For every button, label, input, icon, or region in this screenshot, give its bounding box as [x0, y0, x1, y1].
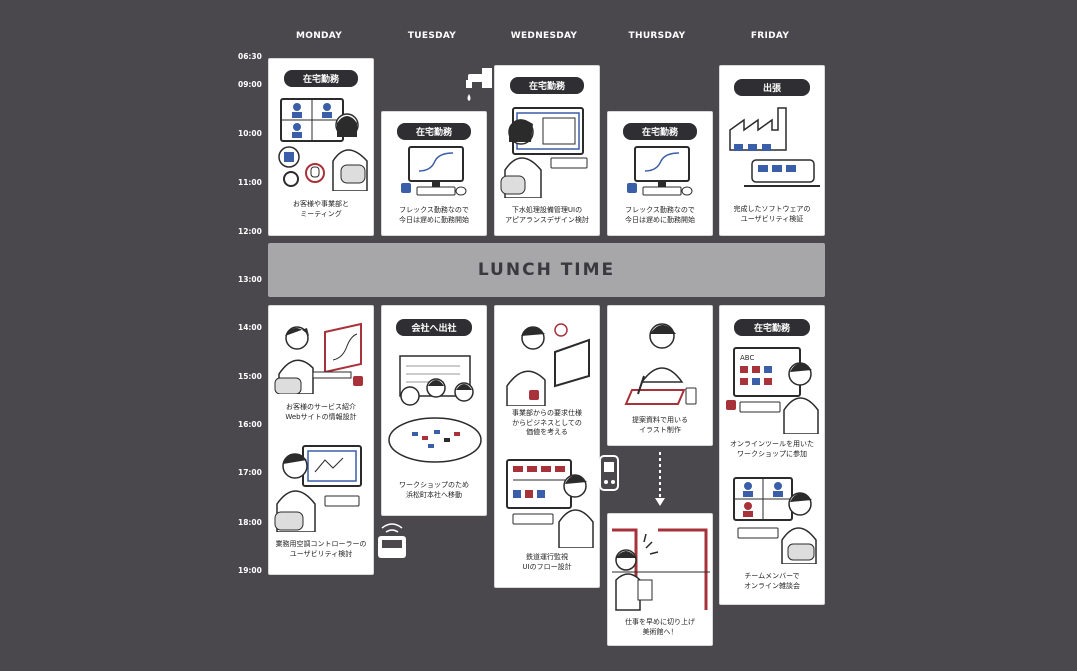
card-caption: 鉄道運行監視 UIのフロー設計 — [522, 553, 572, 571]
laptop-work-illustration — [273, 318, 371, 394]
schedule-card-monday-pm: お客様のサービス紹介 Webサイトの情報設計 業務用空調コントローラーの ユーザ… — [268, 305, 374, 575]
card-caption: 下水処理設備管理UIの アピアランスデザイン検討 — [505, 206, 589, 224]
desktop-illustration — [399, 145, 471, 199]
status-badge: 在宅勤務 — [397, 123, 471, 140]
time-label: 14:00 — [238, 323, 262, 332]
schedule-card-friday-am: 出張 完成したソフトウェアの ユーザビリティ検証 — [719, 65, 825, 236]
card-caption: お客様のサービス紹介 Webサイトの情報設計 — [285, 403, 357, 421]
workshop-illustration — [384, 348, 486, 466]
designer-illustration — [499, 106, 597, 198]
schedule-card-friday-pm: 在宅勤務 ABC オンラインツールを用いた ワークショップに参加 — [719, 305, 825, 605]
time-label: 11:00 — [238, 178, 262, 187]
day-header-wednesday: WEDNESDAY — [510, 31, 578, 41]
time-label: 18:00 — [238, 518, 262, 527]
svg-text:ABC: ABC — [740, 354, 754, 362]
time-label: 17:00 — [238, 468, 262, 477]
time-label: 15:00 — [238, 372, 262, 381]
schedule-card-wednesday-pm: 事業部からの要求仕様 からビジネスとしての 価値を考える 鉄道運行監視 UIのフ… — [494, 305, 600, 588]
monitoring-illustration — [499, 456, 597, 548]
card-caption: ワークショップのため 浜松町本社へ移動 — [399, 481, 469, 499]
status-badge: 在宅勤務 — [734, 319, 810, 336]
schedule-card-tuesday-pm: 会社へ出社 ワークショップのため 浜松町本社へ移動 — [381, 305, 487, 516]
schedule-card-wednesday-am: 在宅勤務 下水処理設備管理UIの アピアランスデザイン検討 — [494, 65, 600, 236]
card-caption: フレックス勤務なので 今日は遅めに勤務開始 — [625, 206, 695, 224]
drawing-illustration — [622, 318, 702, 408]
desktop-illustration — [625, 145, 697, 199]
time-label: 06:30 — [238, 52, 262, 61]
online-workshop-illustration: ABC — [724, 344, 822, 434]
schedule-card-thursday-am: 在宅勤務 フレックス勤務なので 今日は遅めに勤務開始 — [607, 111, 713, 236]
card-caption: チームメンバーで オンライン雑談会 — [744, 572, 800, 590]
card-caption: 事業部からの要求仕様 からビジネスとしての 価値を考える — [512, 409, 582, 436]
status-badge: 在宅勤務 — [510, 77, 584, 94]
card-caption: 完成したソフトウェアの ユーザビリティ検証 — [733, 205, 811, 223]
time-label: 10:00 — [238, 129, 262, 138]
thinking-illustration — [499, 316, 597, 406]
museum-illustration — [610, 520, 712, 612]
status-badge: 在宅勤務 — [284, 70, 358, 87]
status-badge: 在宅勤務 — [623, 123, 697, 140]
desktop-work-illustration — [273, 440, 371, 532]
schedule-card-thursday-pm: 提案資料で用いる イラスト制作 — [607, 305, 713, 446]
status-badge: 会社へ出社 — [396, 319, 472, 336]
train-icon — [597, 452, 623, 500]
time-label: 16:00 — [238, 420, 262, 429]
factory-train-illustration — [724, 104, 822, 194]
day-header-friday: FRIDAY — [750, 31, 790, 41]
card-caption: 提案資料で用いる イラスト制作 — [632, 416, 688, 434]
card-caption: 仕事を早めに切り上げ 美術館へ！ — [625, 618, 695, 636]
time-label: 19:00 — [238, 566, 262, 575]
card-caption: 業務用空調コントローラーの ユーザビリティ検討 — [275, 540, 367, 558]
schedule-card-tuesday-am: 在宅勤務 フレックス勤務なので 今日は遅めに勤務開始 — [381, 111, 487, 236]
down-arrow-icon — [652, 450, 668, 510]
schedule-card-thursday-evening: 仕事を早めに切り上げ 美術館へ！ — [607, 513, 713, 646]
day-header-thursday: THURSDAY — [628, 31, 686, 41]
online-chat-illustration — [724, 474, 822, 564]
schedule-card-monday-am: 在宅勤務 お客様や事業部と ミーティング — [268, 58, 374, 236]
time-label: 09:00 — [238, 80, 262, 89]
card-caption: フレックス勤務なので 今日は遅めに勤務開始 — [399, 206, 469, 224]
day-header-tuesday: TUESDAY — [407, 31, 457, 41]
card-caption: お客様や事業部と ミーティング — [293, 200, 349, 218]
card-caption: オンラインツールを用いた ワークショップに参加 — [730, 440, 814, 458]
meeting-illustration — [275, 95, 371, 191]
controller-icon — [372, 522, 412, 566]
time-label: 12:00 — [238, 227, 262, 236]
faucet-icon — [460, 66, 496, 108]
time-label: 13:00 — [238, 275, 262, 284]
day-header-monday: MONDAY — [295, 31, 343, 41]
lunch-time-banner: LUNCH TIME — [268, 243, 825, 297]
status-badge: 出張 — [734, 79, 810, 96]
